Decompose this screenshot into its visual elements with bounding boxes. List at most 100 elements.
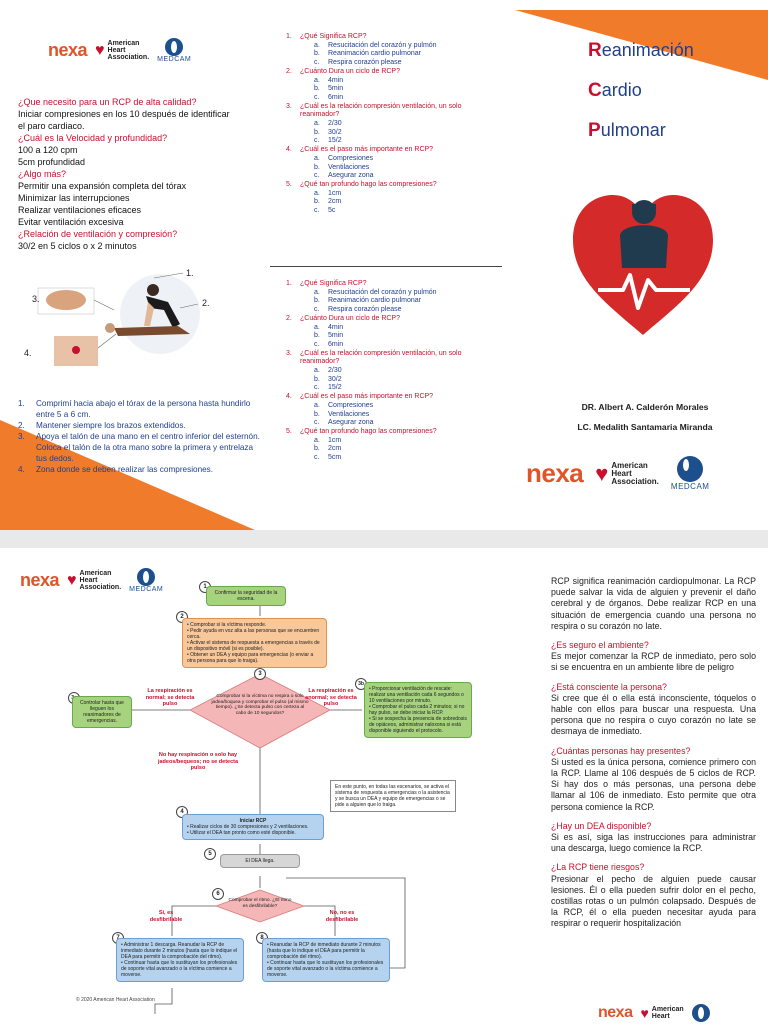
nexa-logo: nexa (526, 458, 584, 488)
quiz-option-letter: c. (314, 137, 320, 145)
info-paragraph: RCP significa reanimación cardiopulmonar… (551, 576, 756, 631)
flow-box-6: Comprobar el ritmo. ¿El ritmo es desfibr… (228, 898, 292, 909)
quiz-option: c.Asegurar zona (282, 419, 502, 428)
step-number: 4. (18, 465, 25, 474)
quiz-question: 1.¿Qué Significa RCP? (282, 280, 502, 289)
quiz-option-letter: b. (314, 128, 320, 136)
quiz-option: c.Respira corazón please (282, 306, 502, 315)
quiz-question-text: ¿Cuál es la relación compresión ventilac… (300, 349, 462, 366)
quiz-option: c.5c (282, 207, 502, 216)
step-number: 3. (18, 432, 25, 441)
quiz-option-letter: a. (314, 288, 320, 296)
author-1: DR. Albert A. Calderón Morales (581, 402, 709, 412)
quiz-option: a.Resucitación del corazón y pulmón (282, 42, 502, 51)
quiz-option-text: 6min (328, 340, 344, 348)
quiz-question-number: 5. (286, 180, 292, 188)
flow-box-1: Confirmar la seguridad de la escena. (206, 586, 286, 606)
quiz-option: b.30/2 (282, 376, 502, 385)
medcam-icon (165, 38, 184, 56)
cpr-quality-qa: ¿Que necesito para un RCP de alta calida… (18, 96, 268, 252)
quiz-question-number: 4. (286, 393, 292, 401)
quiz-question: 1.¿Qué Significa RCP? (282, 33, 502, 42)
quiz-option: b.Ventilaciones (282, 411, 502, 420)
quiz-divider (270, 266, 502, 267)
medcam-icon (691, 1004, 710, 1022)
nexa-logo: nexa (48, 40, 88, 60)
quiz-option-text: 15/2 (328, 384, 342, 392)
quiz-option-letter: b. (314, 163, 320, 171)
step-text: Mantener siempre los brazos extendidos. (36, 421, 186, 430)
cpr-figure: 1. 2. 3. 4. (18, 268, 238, 368)
quiz-question-number: 4. (286, 146, 292, 154)
quiz-option-letter: b. (314, 410, 320, 418)
quiz-option-letter: b. (314, 297, 320, 305)
qa-question: ¿Que necesito para un RCP de alta calida… (18, 97, 197, 107)
quiz-question-number: 1. (286, 280, 292, 287)
quiz-question-text: ¿Cuál es el paso más importante en RCP? (300, 146, 434, 154)
quiz-question-text: ¿Qué tan profundo hago las compresiones? (300, 427, 437, 435)
quiz-option-text: Asegurar zona (328, 419, 374, 427)
quiz-option: a.4min (282, 324, 502, 333)
quiz-option-letter: c. (314, 172, 320, 180)
quiz-question: 4.¿Cuál es el paso más importante en RCP… (282, 393, 502, 402)
quiz-option-letter: a. (314, 189, 320, 197)
quiz-question-number: 3. (286, 349, 292, 357)
info-heading: ¿La RCP tiene riesgos? (551, 862, 645, 873)
quiz-question: 2.¿Cuánto Dura un ciclo de RCP? (282, 315, 502, 324)
qa-answer: Realizar ventilaciones eficaces (18, 205, 142, 215)
heart-torch-icon: ♥ (640, 1005, 649, 1021)
step-number: 1. (18, 399, 25, 408)
info-paragraph: Es mejor comenzar la RCP de inmediato, p… (551, 651, 756, 673)
quiz-option-text: 15/2 (328, 137, 342, 145)
quiz-option: b.Ventilaciones (282, 164, 502, 173)
quiz-option: a.Compresiones (282, 155, 502, 164)
figure-label-1: 1. (186, 268, 194, 278)
quiz-option-letter: c. (314, 306, 320, 314)
quiz-option-letter: b. (314, 445, 320, 453)
quiz-question: 5.¿Qué tan profundo hago las compresione… (282, 428, 502, 437)
flow-box-3a: Controlar hasta que lleguen los reanimad… (72, 696, 132, 728)
qa-answer: el paro cardiaco. (18, 121, 85, 131)
flow-note: En este punto, en todas las escenarios, … (330, 780, 456, 812)
info-paragraph: Si cree que él o ella está inconsciente,… (551, 692, 756, 737)
quiz-option-letter: c. (314, 454, 320, 462)
quiz-option-text: 4min (328, 323, 344, 331)
info-heading: ¿Cuántas personas hay presentes? (551, 745, 691, 756)
quiz-option: b.5min (282, 85, 502, 94)
cpr-steps-list: 1.Comprimí hacia abajo el tórax de la pe… (18, 398, 263, 475)
quiz-option-text: 6min (328, 93, 344, 101)
info-paragraph: Si usted es la única persona, comience p… (551, 756, 756, 812)
quiz-option-text: Respira corazón please (328, 59, 402, 67)
author-2: LC. Medalith Santamaria Miranda (577, 422, 713, 432)
medcam-logo: MEDCAM (157, 38, 191, 63)
quiz-question-text: ¿Qué Significa RCP? (300, 33, 367, 40)
quiz-option: c.6min (282, 94, 502, 103)
nexa-logo: nexa (598, 1004, 633, 1021)
quiz-option: b.Reanimación cardio pulmonar (282, 297, 502, 306)
quiz-option-letter: a. (314, 154, 320, 162)
step-item: 2.Mantener siempre los brazos extendidos… (18, 420, 263, 431)
quiz-option: a.2/30 (282, 367, 502, 376)
step-text: Apoya el talón de una mano en el centro … (36, 432, 260, 463)
flow-box-8: • Reanudar la RCP de inmediato durante 2… (262, 938, 390, 982)
flow-box-5: El DEA llega. (220, 854, 300, 868)
title-word-reanimacion: Reanimación (588, 40, 694, 61)
quiz-question: 3. ¿Cuál es la relación compresión ventil… (282, 350, 502, 367)
quiz-question: 5.¿Qué tan profundo hago las compresione… (282, 181, 502, 190)
quiz-question: 4. ¿Cuál es el paso más importante en RCP… (282, 146, 502, 155)
quiz-question-number: 2. (286, 67, 292, 75)
quiz-block-bottom: 1.¿Qué Significa RCP?a.Resucitación del … (282, 280, 502, 463)
step-item: 4.Zona donde se deben realizar las compr… (18, 464, 263, 475)
qa-answer: 30/2 en 5 ciclos o x 2 minutos (18, 241, 137, 251)
cpr-illustration (37, 272, 200, 366)
flow-box-2: • Comprobar si la víctima responde. • Pe… (182, 618, 327, 668)
quiz-option-letter: b. (314, 198, 320, 206)
quiz-option-letter: c. (314, 340, 320, 348)
quiz-option-letter: a. (314, 76, 320, 84)
flow-step-3: 3 (254, 668, 266, 680)
label-no-breathing: No hay respiración o solo hay jadeos/beq… (157, 752, 239, 771)
